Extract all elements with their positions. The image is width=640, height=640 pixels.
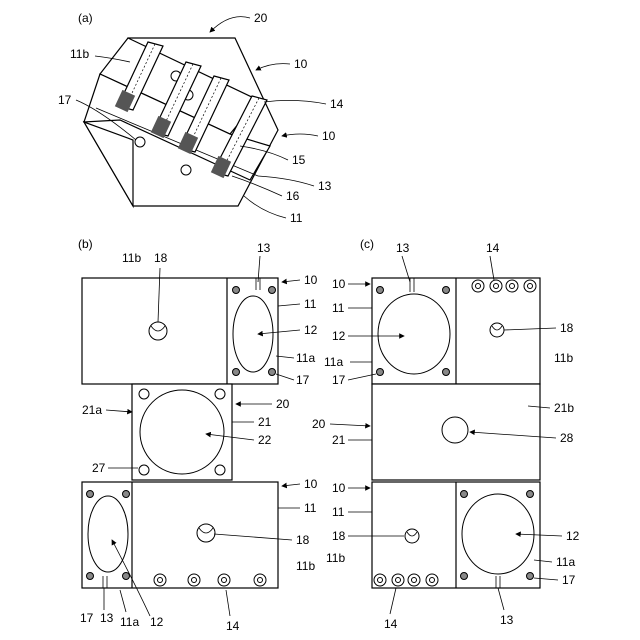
- label-10: 10: [332, 277, 346, 291]
- label-21: 21: [332, 433, 346, 447]
- magnet-hole: [135, 137, 145, 147]
- label-12b: 12: [150, 615, 164, 629]
- label-17b: 17: [562, 573, 576, 587]
- hole-28: [442, 417, 468, 443]
- spacer-unit: [372, 384, 540, 480]
- label-13b: 13: [100, 611, 114, 625]
- label-12: 12: [304, 323, 318, 337]
- label-17: 17: [296, 373, 310, 387]
- magnet-12: [233, 296, 273, 372]
- magnet-unit-top: [82, 278, 278, 384]
- label-27: 27: [92, 461, 106, 475]
- label-13: 13: [318, 179, 332, 193]
- panel-b-label: (b): [78, 237, 93, 251]
- label-11b-num: 11: [332, 505, 345, 519]
- label-18b: 18: [296, 533, 310, 547]
- label-18: 18: [560, 321, 574, 335]
- panel-a: (a): [58, 11, 344, 225]
- label-13: 13: [396, 241, 410, 255]
- panel-c-label: (c): [360, 237, 374, 251]
- label-17: 17: [332, 373, 346, 387]
- label-12: 12: [332, 329, 346, 343]
- label-14b: 14: [384, 617, 398, 631]
- label-11a-b: 11a: [556, 555, 575, 569]
- label-11a: 11a: [324, 355, 343, 369]
- magnet-12: [378, 294, 450, 374]
- label-21: 21: [258, 415, 272, 429]
- label-20: 20: [312, 417, 326, 431]
- label-21b: 21b: [554, 401, 574, 415]
- panel-b: (b) 11b 18 13 10 11 12 11a 17: [78, 237, 318, 633]
- label-10b: 10: [304, 477, 318, 491]
- label-11b-bot: 11b: [296, 559, 315, 573]
- label-11: 11: [332, 301, 345, 315]
- label-14: 14: [486, 241, 500, 255]
- label-10: 10: [304, 273, 318, 287]
- magnet-hole: [181, 165, 191, 175]
- magnet-12: [88, 496, 128, 572]
- label-11b-num: 11: [304, 501, 317, 515]
- label-11a-b: 11a: [120, 615, 139, 629]
- label-17: 17: [58, 93, 72, 107]
- label-20: 20: [276, 397, 290, 411]
- label-20: 20: [254, 11, 268, 25]
- label-11b-bot: 11b: [326, 551, 345, 565]
- label-15: 15: [292, 153, 306, 167]
- magnet-unit-bottom: [372, 482, 540, 588]
- label-10: 10: [294, 57, 308, 71]
- spacer-unit: [132, 384, 232, 480]
- label-14b: 14: [226, 619, 240, 633]
- label-11: 11: [290, 211, 303, 225]
- label-16: 16: [286, 189, 300, 203]
- label-14: 14: [330, 97, 344, 111]
- label-10b: 10: [332, 481, 346, 495]
- label-18: 18: [154, 251, 168, 265]
- label-22: 22: [258, 433, 272, 447]
- label-28: 28: [560, 431, 574, 445]
- magnet-22: [140, 390, 224, 474]
- label-11b: 11b: [554, 351, 573, 365]
- label-12b: 12: [566, 529, 580, 543]
- label-13: 13: [257, 241, 271, 255]
- label-11b: 11b: [70, 47, 89, 61]
- magnet-unit-bottom: [82, 482, 278, 588]
- label-11b: 11b: [122, 251, 141, 265]
- panel-c: (c) 13 14 10 11 1: [312, 237, 580, 631]
- magnet-unit-top: [372, 278, 540, 384]
- label-11: 11: [304, 297, 317, 311]
- label-17b: 17: [80, 611, 94, 625]
- label-10b: 10: [322, 129, 336, 143]
- label-11a: 11a: [296, 351, 315, 365]
- label-18b: 18: [332, 529, 346, 543]
- label-13b: 13: [500, 613, 514, 627]
- panel-a-label: (a): [78, 11, 93, 25]
- label-21a: 21a: [82, 403, 102, 417]
